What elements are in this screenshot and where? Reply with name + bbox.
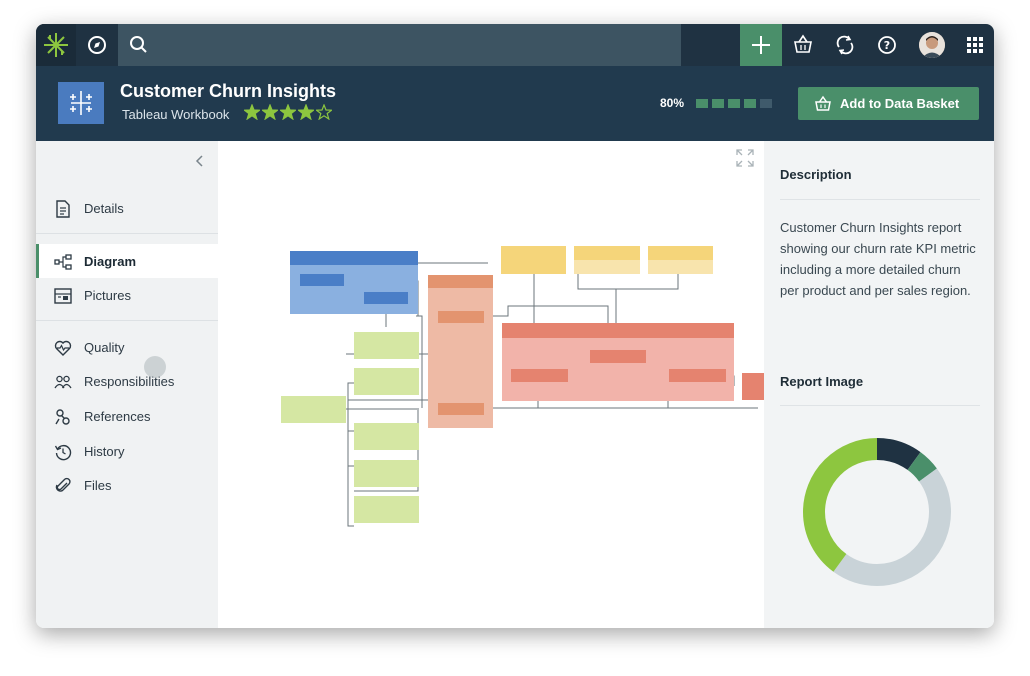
donut-segment bbox=[803, 438, 951, 586]
description-heading: Description bbox=[780, 167, 852, 182]
sidebar-item-label: Pictures bbox=[84, 288, 131, 303]
star-rating[interactable] bbox=[244, 104, 334, 124]
divider bbox=[36, 320, 218, 321]
tableau-workbook-icon bbox=[58, 82, 104, 124]
pointer-cursor bbox=[144, 356, 166, 378]
sidebar-item-label: Files bbox=[84, 478, 112, 493]
sidebar-item-label: Responsibilities bbox=[84, 374, 175, 389]
picture-icon bbox=[54, 288, 72, 304]
star-filled-icon[interactable] bbox=[298, 104, 314, 120]
tableau-logo-icon[interactable] bbox=[36, 24, 76, 66]
quality-percentage: 80% bbox=[660, 96, 685, 110]
lineage-diagram[interactable] bbox=[218, 141, 764, 628]
sidebar-item-details[interactable]: Details bbox=[36, 191, 218, 225]
sidebar-item-label: History bbox=[84, 444, 125, 459]
divider bbox=[780, 405, 980, 406]
sidebar: Details Diagram Pictures bbox=[36, 141, 218, 628]
avatar[interactable] bbox=[919, 32, 945, 58]
plus-icon[interactable] bbox=[740, 24, 782, 66]
sidebar-item-files[interactable]: Files bbox=[36, 468, 218, 502]
quality-bar-segment bbox=[696, 99, 708, 108]
add-to-data-basket-button[interactable]: Add to Data Basket bbox=[798, 87, 979, 120]
sidebar-item-label: References bbox=[84, 409, 151, 424]
help-icon[interactable]: ? bbox=[866, 24, 908, 66]
basket-icon bbox=[815, 95, 831, 111]
quality-bar-segment bbox=[728, 99, 740, 108]
add-to-data-basket-label: Add to Data Basket bbox=[840, 96, 960, 111]
expand-icon[interactable] bbox=[736, 149, 754, 167]
search-input[interactable] bbox=[118, 24, 681, 66]
star-empty-icon[interactable] bbox=[316, 104, 332, 120]
report-image-donut[interactable] bbox=[802, 437, 952, 587]
top-bar: ? bbox=[36, 24, 994, 66]
basket-icon[interactable] bbox=[782, 24, 824, 66]
quality-bar-segment bbox=[760, 99, 772, 108]
compass-icon[interactable] bbox=[76, 24, 118, 66]
sidebar-item-quality[interactable]: Quality bbox=[36, 330, 218, 364]
sidebar-item-label: Diagram bbox=[84, 254, 137, 269]
document-icon bbox=[56, 200, 70, 218]
sidebar-item-responsibilities[interactable]: Responsibilities bbox=[36, 364, 218, 398]
sidebar-item-history[interactable]: History bbox=[36, 434, 218, 468]
quality-bar-segment bbox=[744, 99, 756, 108]
diagram-icon bbox=[54, 254, 72, 270]
report-image-heading: Report Image bbox=[780, 374, 864, 389]
donut-segment bbox=[803, 438, 951, 586]
sidebar-item-diagram[interactable]: Diagram bbox=[36, 244, 218, 278]
diagram-canvas bbox=[281, 246, 764, 527]
sync-icon[interactable] bbox=[824, 24, 866, 66]
collapse-sidebar-icon[interactable] bbox=[192, 153, 208, 169]
divider bbox=[780, 199, 980, 200]
link-icon bbox=[55, 409, 70, 425]
people-icon bbox=[54, 375, 72, 389]
apps-grid-icon[interactable] bbox=[954, 24, 994, 66]
sidebar-item-references[interactable]: References bbox=[36, 399, 218, 433]
sidebar-item-pictures[interactable]: Pictures bbox=[36, 278, 218, 312]
description-text: Customer Churn Insights report showing o… bbox=[780, 220, 976, 298]
sidebar-item-label: Quality bbox=[84, 340, 125, 355]
divider bbox=[36, 233, 218, 234]
asset-type-label: Tableau Workbook bbox=[122, 107, 230, 122]
heart-pulse-icon bbox=[54, 340, 72, 356]
asset-header: Customer Churn Insights Tableau Workbook… bbox=[36, 66, 994, 141]
page-title: Customer Churn Insights bbox=[120, 81, 337, 101]
star-filled-icon[interactable] bbox=[262, 104, 278, 120]
svg-text:?: ? bbox=[884, 39, 890, 52]
quality-bar-segment bbox=[712, 99, 724, 108]
sidebar-item-label: Details bbox=[84, 201, 124, 216]
star-filled-icon[interactable] bbox=[244, 104, 260, 120]
paperclip-icon bbox=[55, 477, 71, 492]
search-icon bbox=[130, 36, 147, 53]
star-filled-icon[interactable] bbox=[280, 104, 296, 120]
app-window: ? bbox=[36, 24, 994, 628]
history-icon bbox=[54, 444, 72, 461]
details-panel: Description Customer Churn Insights repo… bbox=[764, 141, 994, 628]
